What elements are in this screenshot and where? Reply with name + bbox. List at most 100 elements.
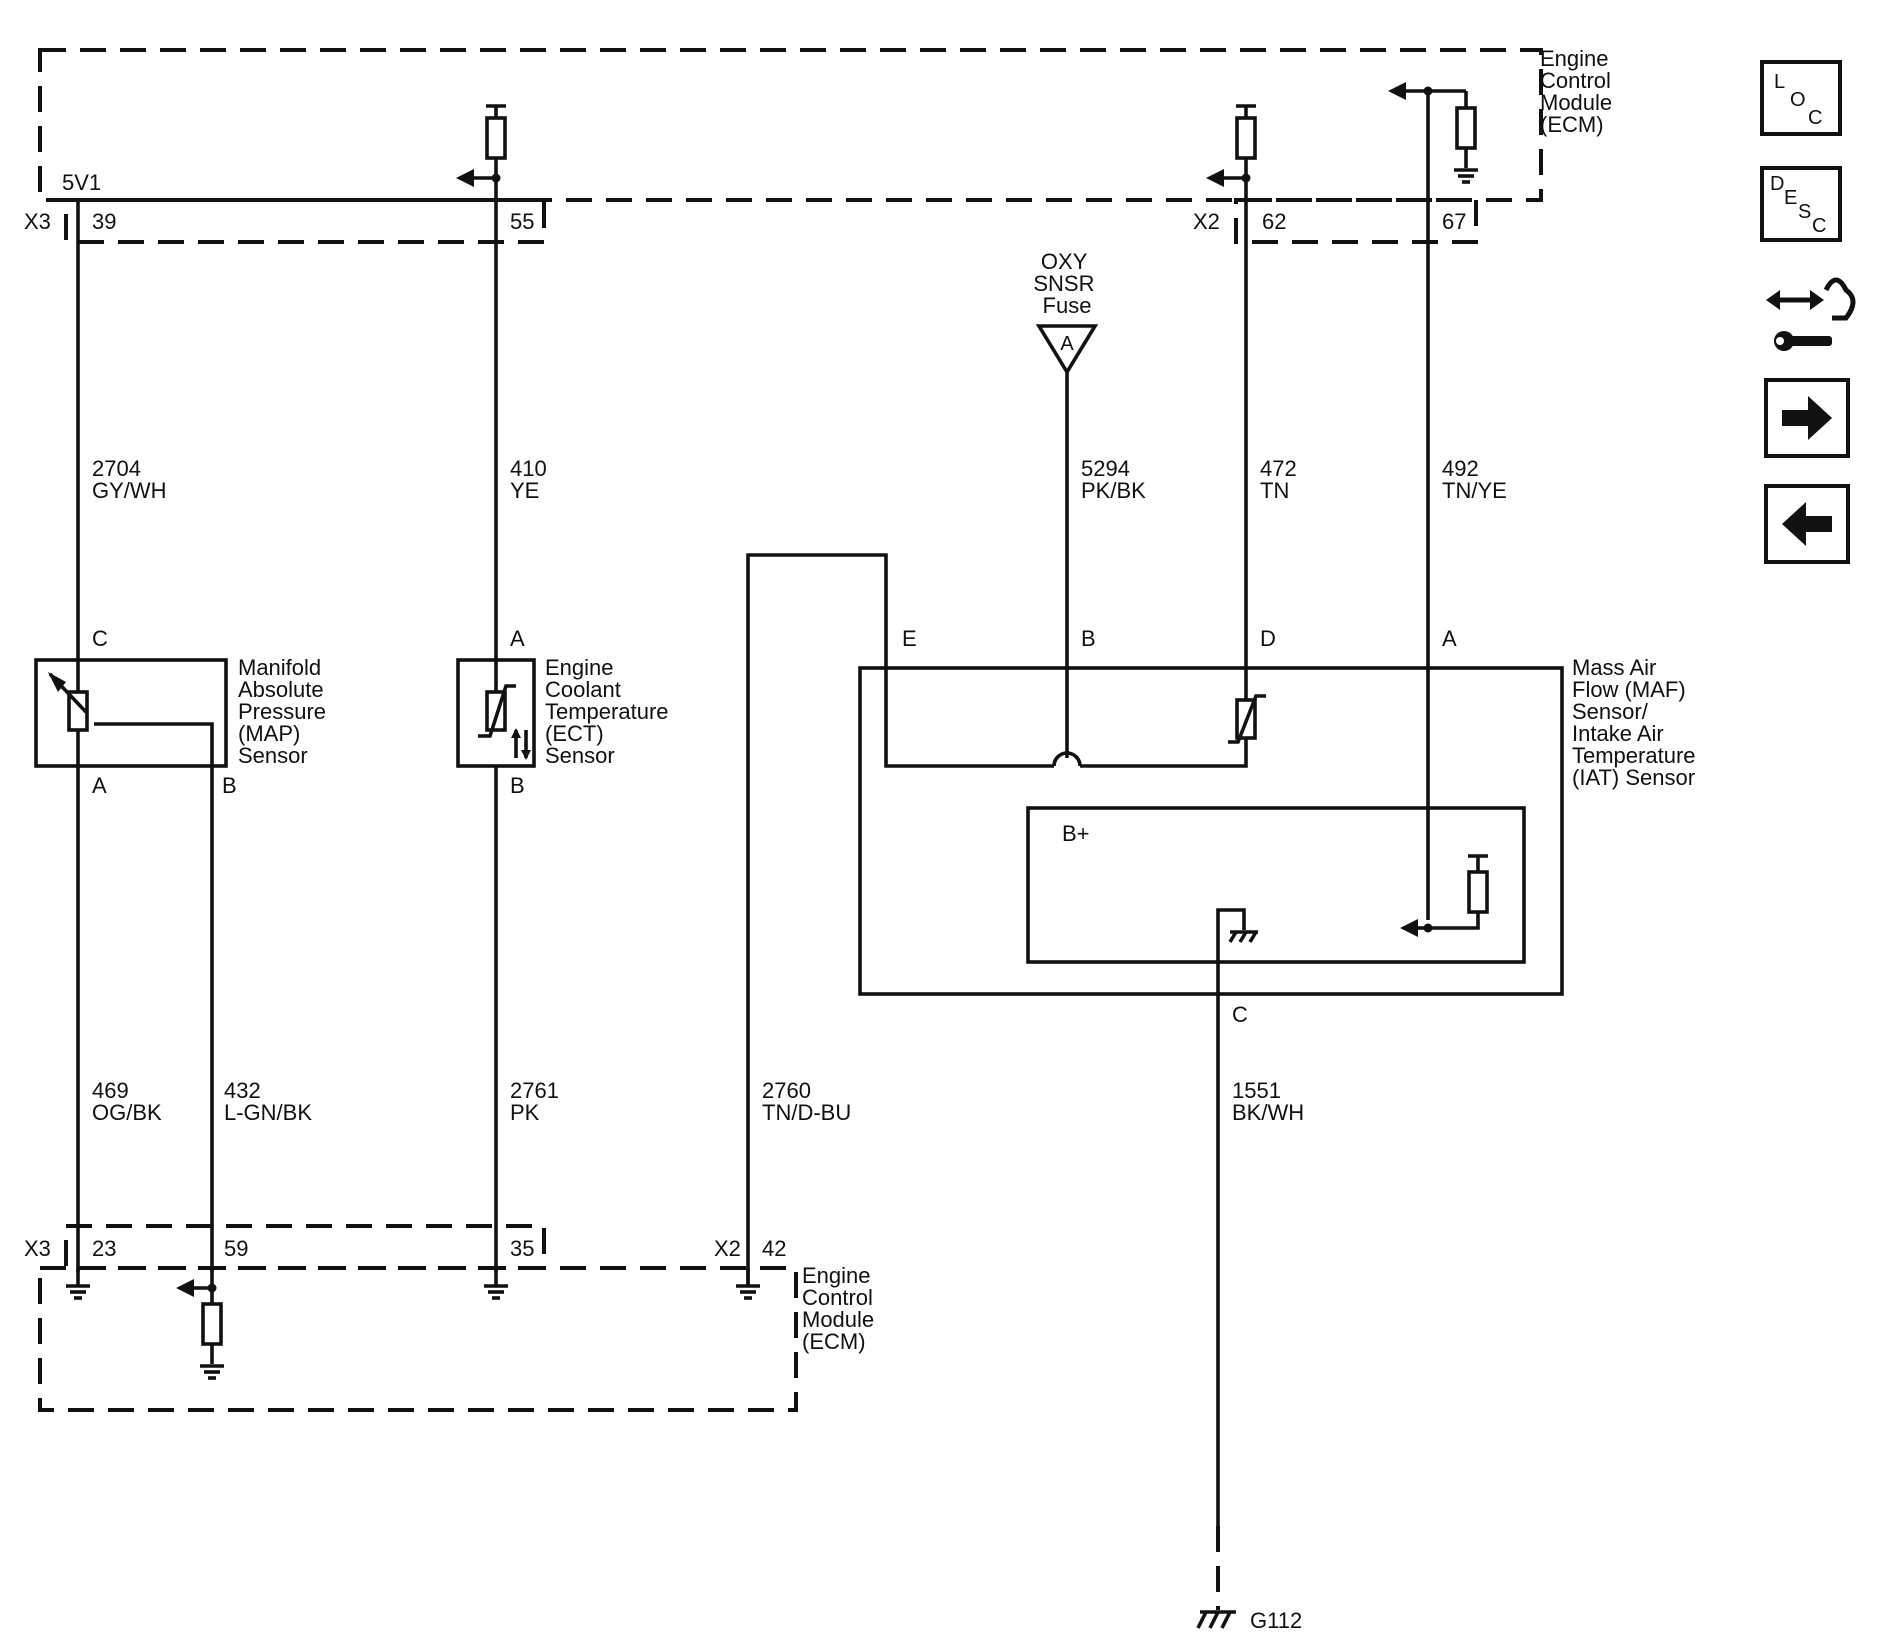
wire-2760: [746, 553, 1054, 1284]
wiper-arrow-icon: [48, 672, 66, 692]
ecm-bottom-boundary: [38, 1266, 798, 1412]
pin-59: 59: [224, 1236, 248, 1261]
wire-crossover: [1052, 751, 1082, 767]
ecm-top: Engine Control Module (ECM) 5V1 X3 X2 39…: [24, 46, 1618, 244]
signal-arrow-left: [1388, 82, 1406, 100]
wire-410-circuit: 410: [510, 456, 547, 481]
svg-text:L: L: [1774, 71, 1785, 93]
ecm-top-boundary: [38, 48, 1543, 202]
ect-pullup-resistor: [484, 104, 508, 180]
map-pin-b: B: [222, 773, 237, 798]
wire-432-circuit: 432: [224, 1078, 261, 1103]
ground-icon: [482, 1284, 510, 1300]
ecm-ground-icon: [1452, 168, 1480, 184]
pin-39: 39: [92, 209, 116, 234]
maf-pin-d: D: [1260, 626, 1276, 651]
ecm-bottom-label: Engine Control Module (ECM): [802, 1263, 880, 1354]
x2-bottom-label: X2: [714, 1236, 741, 1261]
pin-55: 55: [510, 209, 534, 234]
signal-arrow-left: [1400, 919, 1418, 937]
right-arrow-icon: [1782, 396, 1832, 440]
oxy-snsr-fuse: OXY SNSR Fuse A: [1033, 249, 1100, 376]
wire-5294-color: PK/BK: [1081, 478, 1146, 503]
wire-469-color: OG/BK: [92, 1100, 162, 1125]
desc-button[interactable]: D E S C: [1760, 166, 1842, 242]
maf-iat-sensor: E B D A Mass Air Flow (MAF) Sensor/ Inta…: [858, 626, 1702, 1027]
iat-pulldown-resistor: [1455, 106, 1477, 150]
signal-arrow-left: [176, 1279, 194, 1297]
wire-2704-color: GY/WH: [92, 478, 167, 503]
maf-pin-b: B: [1081, 626, 1096, 651]
pin-35: 35: [510, 1236, 534, 1261]
ect-sensor-label: Engine Coolant Temperature (ECT) Sensor: [545, 655, 675, 768]
ect-pin-b: B: [510, 773, 525, 798]
wire-2704-circuit: 2704: [92, 456, 141, 481]
wire-2760-circuit: 2760: [762, 1078, 811, 1103]
ecm-bottom: X3 X2 23 59 35 42 Engine Control Module …: [24, 1224, 880, 1412]
wire-432-color: L-GN/BK: [224, 1100, 312, 1125]
svg-text:E: E: [1784, 187, 1797, 209]
wire-472-circuit: 472: [1260, 456, 1297, 481]
maf-pin-e: E: [902, 626, 917, 651]
x2-connector-top: [1234, 198, 1478, 244]
ground-icon: [64, 1284, 92, 1300]
wire-472-color: TN: [1260, 478, 1289, 503]
maf-pin-a: A: [1442, 626, 1457, 651]
ground-g112-icon: [1196, 1610, 1236, 1629]
ecm-top-label: Engine Control Module (ECM): [1540, 46, 1618, 137]
ect-sensor: A Engine Coolant Temperature (ECT) Senso…: [456, 626, 675, 798]
wire-492-color: TN/YE: [1442, 478, 1507, 503]
pin-42: 42: [762, 1236, 786, 1261]
maf-pullup-resistor: [1234, 104, 1258, 180]
x2-top-label: X2: [1193, 209, 1220, 234]
fuse-triangle-icon: [1035, 324, 1099, 376]
map-sensor-label: Manifold Absolute Pressure (MAP) Sensor: [238, 655, 332, 768]
maf-sensor-box: [858, 666, 1564, 996]
maf-electronics-box: [1026, 806, 1526, 964]
x3-connector-top: [64, 198, 546, 244]
wire-492-circuit: 492: [1442, 456, 1479, 481]
svg-text:C: C: [1812, 215, 1826, 237]
map-pulldown-resistor: [201, 1302, 223, 1346]
fuse-label: OXY SNSR Fuse: [1033, 249, 1100, 318]
maf-pin-c: C: [1232, 1002, 1248, 1027]
signal-arrow-left: [456, 169, 474, 187]
ect-pin-a: A: [510, 626, 525, 651]
ground-icon: [198, 1364, 226, 1380]
svg-text:D: D: [1770, 173, 1784, 195]
pin-23: 23: [92, 1236, 116, 1261]
wire-2761-circuit: 2761: [510, 1078, 559, 1103]
pin-67: 67: [1442, 209, 1466, 234]
x3-bottom-label: X3: [24, 1236, 51, 1261]
ground-icon: [734, 1284, 762, 1300]
maf-internal-resistor: [1467, 870, 1489, 914]
wire-2761-color: PK: [510, 1100, 540, 1125]
maf-sensor-label: Mass Air Flow (MAF) Sensor/ Intake Air T…: [1572, 655, 1702, 790]
svg-text:O: O: [1790, 89, 1806, 111]
previous-page-button[interactable]: [1764, 484, 1850, 564]
loc-button[interactable]: L O C: [1760, 60, 1842, 136]
wire-1551-color: BK/WH: [1232, 1100, 1304, 1125]
connector-wrench-icon[interactable]: [1766, 277, 1856, 351]
map-pin-a: A: [92, 773, 107, 798]
map-pin-c: C: [92, 626, 108, 651]
map-sensor-box: [34, 658, 228, 768]
left-arrow-icon: [1782, 502, 1832, 546]
pin-62: 62: [1262, 209, 1286, 234]
wire-1551-circuit: 1551: [1232, 1078, 1281, 1103]
ground-g112-label: G112: [1250, 1608, 1302, 1632]
svg-text:C: C: [1808, 107, 1822, 129]
ref-5v-label: 5V1: [62, 170, 101, 195]
wire-410-color: YE: [510, 478, 539, 503]
x3-top-label: X3: [24, 209, 51, 234]
wire-2760-color: TN/D-BU: [762, 1100, 851, 1125]
signal-arrow-left: [1206, 169, 1224, 187]
svg-text:S: S: [1798, 201, 1811, 223]
wire-5294-circuit: 5294: [1081, 456, 1130, 481]
maf-bplus-label: B+: [1062, 821, 1090, 846]
fuse-terminal: A: [1060, 333, 1074, 355]
x3-connector-bottom: [64, 1224, 546, 1270]
wire-469-circuit: 469: [92, 1078, 129, 1103]
next-page-button[interactable]: [1764, 378, 1850, 458]
